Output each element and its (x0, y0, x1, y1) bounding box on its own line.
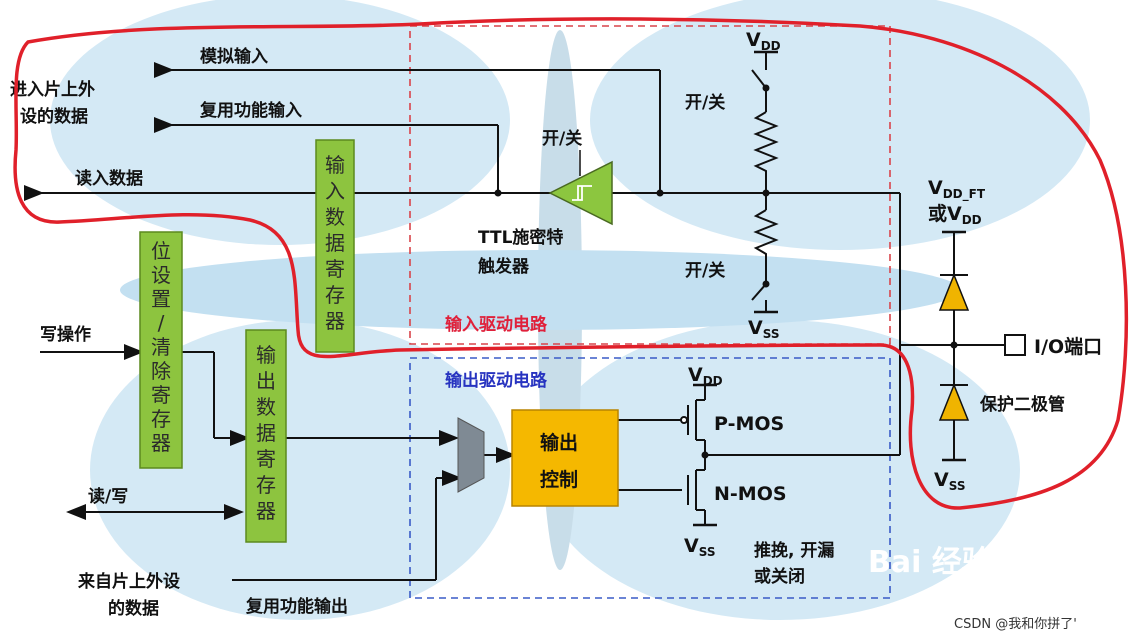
svg-text:存: 存 (325, 283, 345, 307)
bit-set-reset-register: 位 设 置 / 清 除 寄 存 器 (139, 231, 183, 469)
alt-func-input-label: 复用功能输入 (199, 100, 302, 121)
output-control-label: 控制 (540, 468, 578, 491)
svg-text:寄: 寄 (151, 383, 171, 407)
svg-text:据: 据 (256, 421, 276, 445)
svg-text:据: 据 (325, 231, 345, 255)
svg-text:VDD: VDD (746, 29, 781, 53)
protection-diode-icon (938, 272, 970, 311)
svg-text:存: 存 (256, 473, 276, 497)
output-driver-label: 输出驱动电路 (445, 370, 548, 391)
svg-text:器: 器 (325, 309, 345, 333)
output-mux-icon (457, 417, 485, 493)
switch-icon (751, 69, 770, 92)
red-highlight-outline (13, 17, 1129, 510)
schmitt-trigger-label: TTL施密特 (478, 227, 563, 248)
svg-text:数: 数 (256, 395, 276, 419)
read-write-label: 读/写 (88, 486, 128, 507)
junction-dots (494, 189, 958, 459)
svg-text:除: 除 (151, 359, 171, 383)
schmitt-trigger-icon (548, 150, 613, 226)
svg-text:存: 存 (151, 407, 171, 431)
io-port-label: I/O端口 (1034, 335, 1102, 358)
output-data-register: 输 出 数 据 寄 存 器 (245, 329, 287, 543)
vss-label-diode: VSS (934, 469, 965, 493)
svg-text:VSS: VSS (684, 535, 715, 559)
switch-icon (751, 280, 770, 301)
svg-text:VDD_FT: VDD_FT (928, 177, 986, 202)
vdd-ft-label: VDD_FT 或VDD (928, 177, 986, 227)
svg-text:入: 入 (325, 179, 345, 203)
push-pull-label: 或关闭 (754, 566, 805, 587)
svg-text:/: / (158, 311, 165, 335)
input-driver-box (409, 25, 891, 345)
vss-label-input: VSS (748, 317, 779, 341)
output-driver-box (409, 357, 891, 599)
pmos-transistor-icon (680, 399, 705, 441)
output-control-block (511, 409, 619, 507)
input-driver-label: 输入驱动电路 (445, 314, 548, 335)
svg-text:数: 数 (325, 205, 345, 229)
schmitt-trigger-label: 触发器 (477, 256, 530, 277)
protection-diode-icon (938, 382, 970, 421)
pull-down-resistor-icon (753, 209, 779, 260)
svg-text:出: 出 (256, 369, 276, 393)
svg-text:器: 器 (151, 431, 171, 455)
input-data-register: 输 入 数 据 寄 存 器 (315, 139, 355, 353)
svg-text:输: 输 (256, 343, 276, 367)
schmitt-enable-label: 开/关 (542, 128, 582, 149)
pull-up-switch-label: 开/关 (685, 92, 725, 113)
supply-bars (693, 50, 966, 527)
wires (23, 52, 1005, 581)
svg-text:VSS: VSS (934, 469, 965, 493)
nmos-label: N-MOS (714, 483, 787, 505)
svg-text:位: 位 (151, 239, 171, 263)
svg-text:置: 置 (151, 287, 171, 311)
push-pull-label: 推挽, 开漏 (754, 540, 834, 561)
pull-down-switch-label: 开/关 (685, 260, 725, 281)
io-pad-icon (1004, 334, 1026, 356)
svg-text:设: 设 (151, 263, 171, 287)
svg-text:或VDD: 或VDD (928, 202, 982, 227)
into-peripheral-label: 设的数据 (20, 106, 88, 127)
svg-text:清: 清 (151, 335, 171, 359)
pmos-label: P-MOS (714, 413, 784, 435)
write-op-label: 写操作 (40, 324, 91, 345)
svg-text:寄: 寄 (325, 257, 345, 281)
svg-text:寄: 寄 (256, 447, 276, 471)
svg-text:输: 输 (325, 153, 345, 177)
baidu-watermark: Bai 经验 (868, 545, 992, 580)
analog-input-label: 模拟输入 (200, 46, 268, 67)
svg-text:VSS: VSS (748, 317, 779, 341)
from-peripheral-label: 的数据 (108, 598, 159, 619)
csdn-watermark: CSDN @我和你拼了' (954, 617, 1077, 632)
nmos-transistor-icon (687, 469, 705, 511)
pull-up-resistor-icon (753, 111, 779, 175)
into-peripheral-label: 进入片上外 (10, 79, 95, 100)
read-data-label: 读入数据 (75, 168, 143, 189)
alt-func-output-label: 复用功能输出 (245, 596, 348, 617)
from-peripheral-label: 来自片上外设 (77, 571, 180, 592)
vdd-label-output: VDD (688, 364, 723, 388)
protection-diode-label: 保护二极管 (979, 394, 1065, 415)
svg-text:器: 器 (256, 499, 276, 523)
vss-label-output: VSS (684, 535, 715, 559)
background-butterfly (50, 0, 1090, 620)
output-control-label: 输出 (540, 431, 578, 454)
vdd-label-top: VDD (746, 29, 781, 53)
svg-text:VDD: VDD (688, 364, 723, 388)
